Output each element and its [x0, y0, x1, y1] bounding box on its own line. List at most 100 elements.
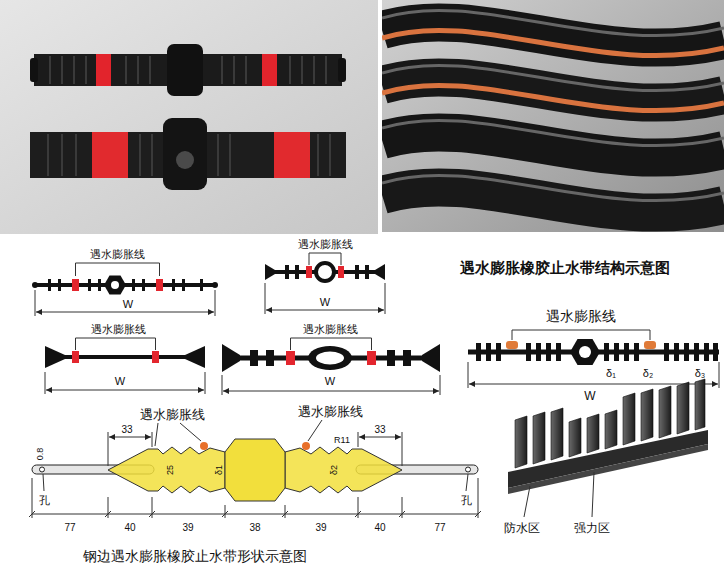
hole-label-holder: 孔 [39, 491, 50, 507]
section-schematic [222, 338, 440, 395]
dimension-label: 39 [182, 522, 193, 533]
thickness-label: δ₁ [606, 367, 616, 379]
section-schematic [604, 343, 609, 361]
steel-edge-waterstop-drawing [40, 467, 45, 472]
section-schematic [45, 372, 46, 394]
section-schematic [72, 351, 79, 363]
photo-waterstops [317, 134, 319, 176]
dimension-label: W [584, 389, 595, 403]
zone-label: 防水区 [504, 521, 540, 535]
section-schematic [215, 290, 216, 316]
callout-label-holder: 遇水膨胀线 [90, 245, 145, 261]
photo-waterstops [92, 132, 128, 178]
dimension-label: 25 [165, 465, 175, 475]
zone-label-holder: 强力区 [574, 519, 610, 535]
photo-waterstops [47, 134, 49, 176]
photo-coiled-waterstops [382, 10, 724, 212]
section-schematic [496, 343, 501, 361]
dimension-label-holder: W [320, 293, 330, 309]
section-schematic [309, 253, 341, 265]
section-schematic [536, 343, 541, 361]
ribbed-strip-3d [695, 379, 705, 430]
steel-edge-waterstop-drawing [32, 514, 478, 515]
section-schematic [35, 290, 36, 316]
section-schematic [440, 375, 441, 395]
ribbed-strip-3d [524, 472, 594, 517]
steel-edge-waterstop-drawing [285, 447, 402, 493]
dimension-label: 77 [434, 522, 445, 533]
section-schematic [422, 344, 440, 372]
dimension-label-holder: 39 [182, 518, 193, 534]
dimension-label: 0.8 [35, 448, 45, 461]
section-schematic [32, 282, 38, 288]
diagram-title-holder: 遇水膨胀橡胶止水带结构示意图 [460, 260, 670, 276]
dimension-label: 77 [64, 522, 75, 533]
diagram-caption-holder: 钢边遇水膨胀橡胶止水带形状示意图 [83, 548, 307, 564]
section-schematic [295, 265, 299, 279]
thickness-label: δ1 [214, 465, 224, 475]
photo-waterstops [245, 56, 247, 84]
dimension-label: 38 [249, 522, 260, 533]
steel-edge-waterstop-drawing [152, 432, 153, 447]
section-schematic [45, 346, 65, 368]
photo-waterstops [0, 0, 378, 234]
section-schematic [316, 352, 344, 365]
photo-waterstops [301, 56, 303, 84]
thickness-label-holder: δ₃ [695, 364, 706, 380]
photo-coiled-waterstops [382, 85, 724, 110]
thickness-label-holder: δ₂ [643, 364, 653, 380]
thickness-label-holder: δ₁ [606, 364, 616, 380]
section-schematic [200, 279, 203, 291]
dimension-label-holder: W [115, 372, 125, 388]
photo-waterstops [163, 118, 207, 190]
dimension-label: 40 [374, 522, 385, 533]
ribbed-strip-3d [569, 418, 581, 457]
section-schematic [713, 343, 718, 361]
steel-edge-waterstop-drawing [402, 432, 403, 466]
zone-label-holder: 防水区 [504, 519, 540, 535]
callout-label-holder: 遇水膨胀线 [546, 308, 616, 324]
section-schematic [614, 343, 619, 361]
photo-waterstops [137, 56, 139, 84]
photo-waterstops [61, 134, 63, 176]
section-schematic [32, 263, 218, 316]
steel-edge-waterstop-drawing [359, 437, 401, 438]
photo-waterstops [151, 134, 153, 176]
section-schematic [570, 339, 600, 365]
section-schematic [644, 341, 656, 349]
section-schematic [355, 265, 359, 279]
section-schematic [265, 253, 385, 314]
section-schematic [556, 343, 561, 361]
photo-coiled-waterstops [382, 0, 724, 232]
ribbed-strip-3d [677, 382, 689, 434]
section-schematic [308, 346, 352, 370]
section-schematic [468, 330, 719, 388]
steel-edge-waterstop-drawing [108, 432, 109, 466]
steel-edge-waterstop-drawing [29, 511, 481, 517]
photo-waterstops [289, 56, 291, 84]
dimension-label-holder: 77 [434, 518, 445, 534]
photo-coiled-waterstops [382, 0, 724, 232]
section-schematic [98, 279, 101, 291]
thickness-label: δ₂ [643, 367, 653, 379]
ribbed-strip-3d [641, 389, 653, 441]
section-schematic [365, 265, 369, 279]
thickness-label-holder: δ2 [324, 465, 340, 475]
section-schematic [684, 343, 689, 361]
photo-waterstops [149, 56, 151, 84]
section-schematic [266, 350, 274, 366]
steel-edge-waterstop-drawing [225, 439, 285, 501]
section-schematic [486, 343, 491, 361]
section-schematic [72, 279, 79, 291]
section-schematic [222, 375, 223, 395]
callout-label-holder: 遇水膨胀线 [303, 320, 358, 336]
callout-label: 遇水膨胀线 [298, 238, 353, 250]
callout-label: 遇水膨胀线 [140, 407, 205, 422]
callout-label: 遇水膨胀线 [298, 404, 363, 419]
section-schematic [185, 346, 205, 368]
steel-edge-waterstop-drawing [200, 442, 208, 450]
steel-edge-waterstop-drawing [478, 478, 479, 518]
section-schematic [624, 343, 629, 361]
section-schematic [338, 266, 344, 278]
